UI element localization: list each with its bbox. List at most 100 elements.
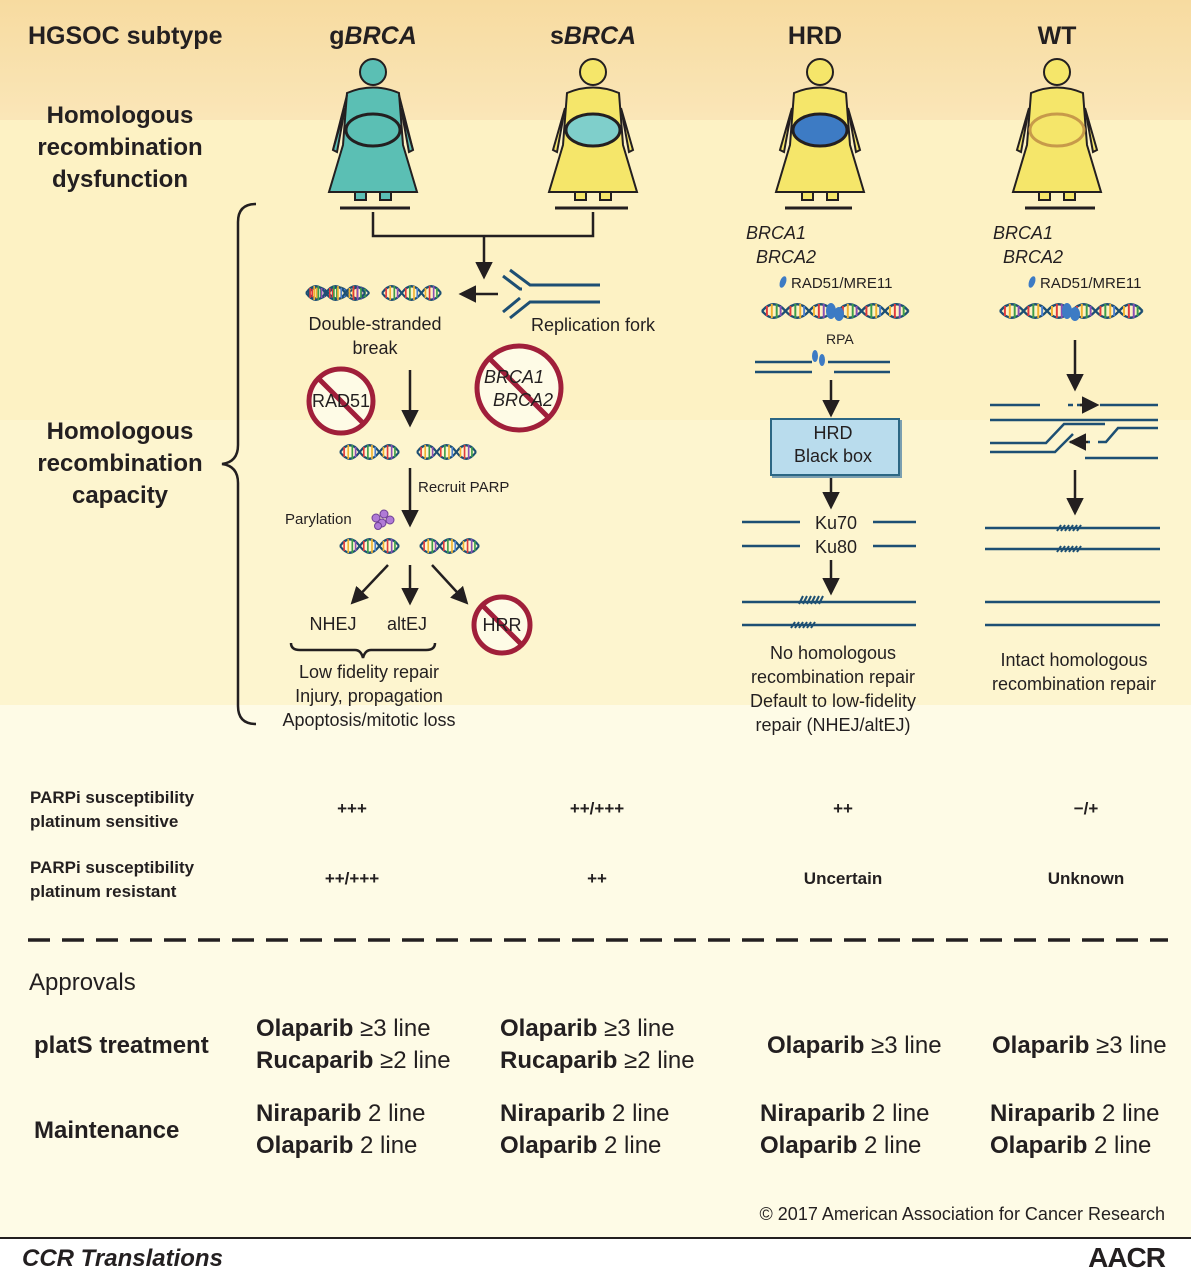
susc-resistant-sbrca: ++ — [587, 869, 607, 888]
susc-sensitive-label-1: PARPi susceptibility — [30, 788, 195, 807]
hrd-strands — [742, 360, 916, 627]
sbrca-prefix: s — [549, 22, 564, 50]
drug-name: Niraparib — [760, 1100, 866, 1127]
publisher-logo: AACR — [1088, 1242, 1166, 1273]
wt-brca2: BRCA2 — [1003, 247, 1064, 267]
sbrca-figure — [547, 58, 639, 201]
parylation-icon — [371, 509, 395, 530]
wt-figure — [1011, 58, 1103, 201]
brca2-label: BRCA2 — [493, 390, 554, 410]
hrd-rad51-mre11: RAD51/MRE11 — [791, 275, 893, 292]
black-box-label-1: HRD — [813, 423, 853, 443]
plats-hrd-1: Olaparib ≥3 line — [767, 1030, 942, 1062]
nhej-label: NHEJ — [309, 614, 357, 634]
brca-connector — [289, 212, 595, 659]
drug-name: Rucaparib — [256, 1047, 374, 1074]
drug-name: Olaparib — [256, 1015, 354, 1042]
wt-brca1: BRCA1 — [993, 223, 1054, 243]
drug-name: Olaparib — [500, 1015, 598, 1042]
row-label-hr-capacity: Homologous recombination capacity — [37, 418, 203, 509]
drug-name: Niraparib — [256, 1100, 362, 1127]
drug-line: 2 line — [864, 1132, 922, 1159]
plats-wt-1: Olaparib ≥3 line — [992, 1030, 1167, 1062]
maint-hrd-1: Niraparib 2 line — [760, 1098, 929, 1130]
brca-outcome-2: Injury, propagation — [295, 686, 443, 706]
recruit-parp-label: Recruit PARP — [418, 479, 510, 496]
susc-resistant-wt: Unknown — [1047, 869, 1125, 888]
drug-name: Olaparib — [760, 1132, 858, 1159]
hrd-repair-patch — [790, 595, 824, 629]
drug-line: ≥3 line — [871, 1032, 942, 1059]
hrd-figure — [774, 58, 866, 201]
drug-line: 2 line — [360, 1132, 418, 1159]
drug-line: ≥3 line — [360, 1015, 431, 1042]
gbrca-figure — [327, 58, 419, 201]
ku80-label: Ku80 — [814, 537, 858, 557]
column-hrd: HRD — [787, 22, 843, 50]
drug-name: Rucaparib — [500, 1047, 618, 1074]
row-label-hr-dysfunction: Homologous recombination dysfunction — [37, 102, 203, 193]
wt-arrows — [1066, 340, 1100, 516]
no-hrr-icon — [471, 594, 533, 656]
drug-name: Niraparib — [500, 1100, 606, 1127]
drug-line: 2 line — [368, 1100, 426, 1127]
maint-gbrca-2: Olaparib 2 line — [256, 1130, 417, 1162]
maint-wt-2: Olaparib 2 line — [990, 1130, 1151, 1162]
parylation-label: Parylation — [285, 511, 352, 528]
hrd-outcome-2: recombination repair — [750, 667, 916, 687]
hrd-outcome-4: repair (NHEJ/altEJ) — [755, 715, 911, 735]
drug-line: 2 line — [1102, 1100, 1160, 1127]
hrd-black-box — [770, 418, 900, 476]
hrd-outcome-3: Default to low-fidelity — [749, 691, 917, 711]
plats-sbrca-1: Olaparib ≥3 line — [500, 1013, 675, 1045]
drug-line: ≥3 line — [604, 1015, 675, 1042]
maintenance-label: Maintenance — [34, 1117, 180, 1144]
maint-sbrca-2: Olaparib 2 line — [500, 1130, 661, 1162]
wt-repair-patch — [1056, 524, 1082, 553]
column-gbrca: gBRCA — [329, 24, 417, 49]
susc-resistant-label-2: platinum resistant — [30, 882, 177, 901]
copyright-notice: © 2017 American Association for Cancer R… — [759, 1204, 1165, 1224]
wt-outcome-1: Intact homologous — [1000, 650, 1148, 670]
drug-line: ≥2 line — [380, 1047, 451, 1074]
drug-name: Olaparib — [767, 1032, 865, 1059]
drug-line: 2 line — [1094, 1132, 1152, 1159]
brca1-label: BRCA1 — [484, 367, 545, 387]
drug-name: Olaparib — [500, 1132, 598, 1159]
susc-sensitive-sbrca: ++/+++ — [569, 799, 625, 818]
maint-wt-1: Niraparib 2 line — [990, 1098, 1159, 1130]
drug-name: Olaparib — [992, 1032, 1090, 1059]
ku70-label: Ku70 — [814, 513, 858, 533]
gbrca-prefix: g — [329, 22, 345, 50]
drug-name: Olaparib — [256, 1132, 354, 1159]
hrd-outcome-1: No homologous — [769, 643, 897, 663]
no-brca-icon — [474, 343, 564, 433]
susc-sensitive-hrd: ++ — [833, 799, 853, 818]
maint-hrd-2: Olaparib 2 line — [760, 1130, 921, 1162]
plats-label: platS treatment — [34, 1032, 209, 1059]
approvals-title: Approvals — [29, 969, 136, 996]
susc-resistant-gbrca: ++/+++ — [324, 869, 380, 888]
susc-resistant-hrd: Uncertain — [803, 869, 883, 888]
capacity-brace — [221, 202, 257, 726]
wt-outcome-2: recombination repair — [991, 674, 1157, 694]
hrd-brca1: BRCA1 — [746, 223, 807, 243]
column-wt: WT — [1037, 22, 1077, 50]
susc-sensitive-gbrca: +++ — [337, 799, 367, 818]
susc-sensitive-label-2: platinum sensitive — [30, 812, 179, 831]
journal-name: CCR Translations — [22, 1245, 223, 1272]
brca-outcome-1: Low fidelity repair — [298, 662, 440, 682]
drug-name: Olaparib — [990, 1132, 1088, 1159]
footer-bar — [0, 1237, 1191, 1282]
hrd-brca2: BRCA2 — [756, 247, 817, 267]
column-sbrca: sBRCA — [550, 24, 636, 49]
sbrca-gene: BRCA — [563, 22, 637, 50]
replication-fork-label: Replication fork — [531, 315, 656, 335]
brca-outcome-3: Apoptosis/mitotic loss — [282, 710, 456, 730]
susc-sensitive-wt: −/+ — [1073, 799, 1099, 818]
rpa-label: RPA — [826, 331, 854, 347]
drug-name: Niraparib — [990, 1100, 1096, 1127]
rad51-label: RAD51 — [311, 391, 371, 411]
lower-band — [0, 705, 1191, 1237]
